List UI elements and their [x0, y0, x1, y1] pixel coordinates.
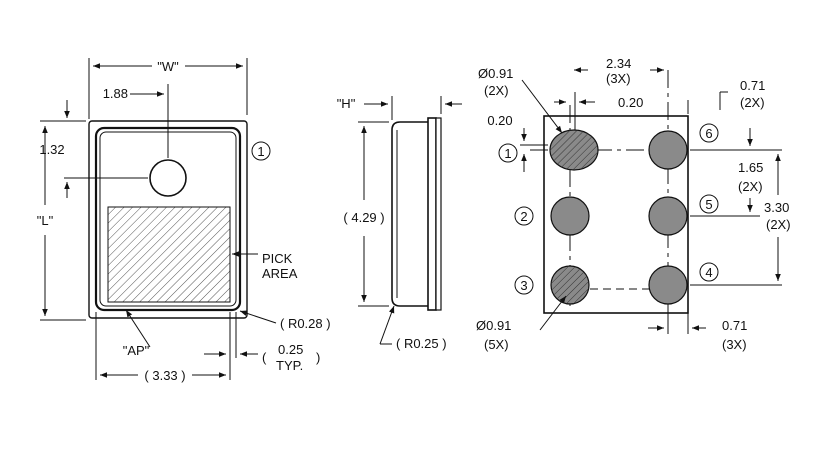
pin-6-callout: [699, 123, 719, 143]
pin-3-callout: [514, 275, 534, 295]
callout-1-label: 1: [257, 144, 264, 159]
pitch-y-line1: 1.65: [738, 160, 763, 175]
edge-top-line1: 0.71: [740, 78, 765, 93]
pin-1-callout: [498, 143, 518, 163]
pin-5-label: 5: [705, 197, 712, 212]
side-body: [391, 121, 431, 307]
pin-4-label: 4: [705, 265, 712, 280]
pin-6-label: 6: [705, 126, 712, 141]
corner-radius-label: ( R0.28 ): [280, 316, 331, 331]
length-label: "L": [37, 213, 54, 228]
pad-diameter-bottom-line2: (5X): [484, 337, 509, 352]
pick-area-label-line1: PICK: [262, 251, 293, 266]
wall-label-line1: 0.25: [278, 342, 303, 357]
pad-5: [648, 196, 688, 236]
side-substrate: [427, 117, 437, 311]
wall-label-line2: TYP.: [276, 358, 303, 373]
pad-2: [550, 196, 590, 236]
hole-x-offset: 1.88: [103, 86, 128, 101]
pin-1-label: 1: [504, 146, 511, 161]
pin-3-label: 3: [520, 278, 527, 293]
height-label: "H": [337, 96, 356, 111]
pad-1-hatch: [550, 130, 598, 170]
pad-diameter-bottom-line1: Ø0.91: [476, 318, 511, 333]
top-view: "W" 1.88 1.32 "L" 1 PICK AREA ( R0.28 ) …: [37, 58, 331, 383]
pin1-offset-y: 0.20: [487, 113, 512, 128]
svg-text:): ): [316, 350, 320, 365]
pitch-y-line2: (2X): [738, 179, 763, 194]
edge-bottom-line1: 0.71: [722, 318, 747, 333]
ap-label: "AP": [123, 343, 150, 358]
pad-4: [648, 265, 688, 305]
pin1-offset-x: 0.20: [618, 95, 643, 110]
edge-bottom-line2: (3X): [722, 337, 747, 352]
width-label: "W": [157, 59, 179, 74]
pin-2-label: 2: [520, 209, 527, 224]
pin-5-callout: [699, 194, 719, 214]
pick-area: [107, 206, 231, 303]
span-y-line2: (2X): [766, 217, 791, 232]
side-radius-label: ( R0.25 ): [396, 336, 447, 351]
svg-text:(: (: [262, 350, 267, 365]
ap-width-label: ( 3.33 ): [144, 368, 185, 383]
pad-diameter-top-line1: Ø0.91: [478, 66, 513, 81]
pitch-x-line1: 2.34: [606, 56, 631, 71]
pin-2-callout: [514, 206, 534, 226]
bottom-view: 2 3 6 5 4 1 Ø0.91 (2X) 2.34 (3X) 0.20 0.…: [476, 56, 791, 352]
port-hole: [149, 159, 187, 197]
edge-top-line2: (2X): [740, 95, 765, 110]
hole-y-offset: 1.32: [39, 142, 64, 157]
pick-area-label-line2: AREA: [262, 266, 298, 281]
side-view: "H" ( 4.29 ) ( R0.25 ): [337, 96, 462, 351]
pitch-x-line2: (3X): [606, 71, 631, 86]
pad-diameter-top-line2: (2X): [484, 83, 509, 98]
span-y-line1: 3.30: [764, 200, 789, 215]
pad-6: [648, 130, 688, 170]
pin-4-callout: [699, 262, 719, 282]
pad-3-hatch: [551, 266, 589, 304]
side-length-label: ( 4.29 ): [343, 210, 384, 225]
callout-1-circle: [251, 141, 271, 161]
